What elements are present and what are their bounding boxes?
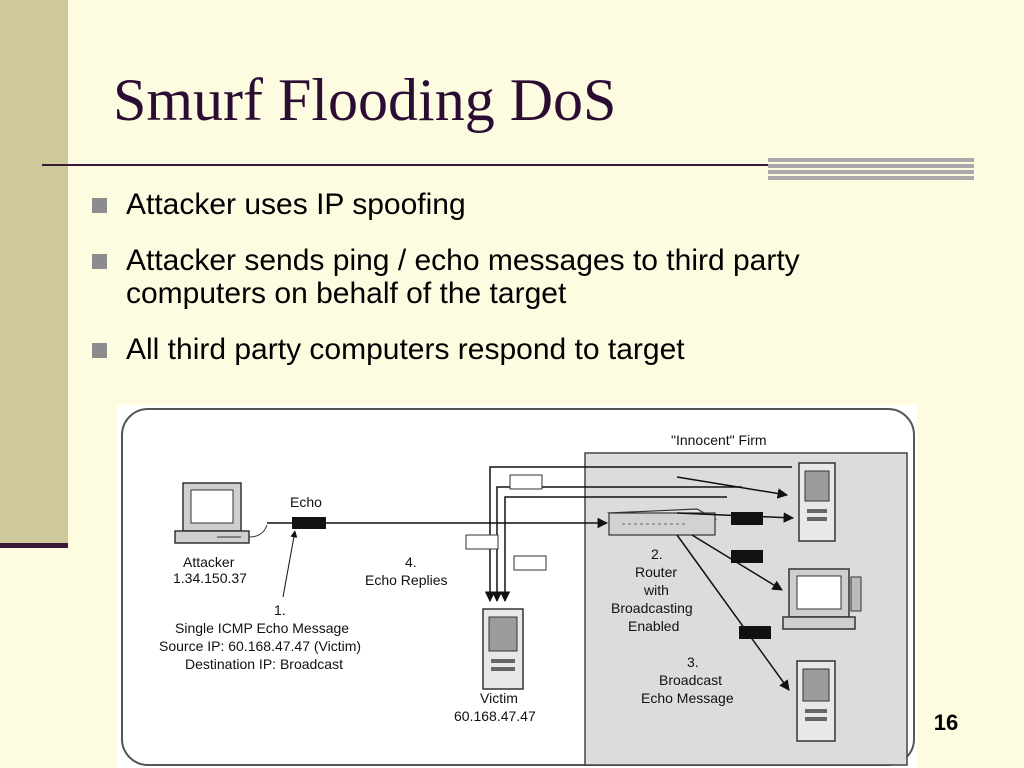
bullet-item: Attacker uses IP spoofing — [90, 188, 890, 221]
victim-ip: 60.168.47.47 — [454, 708, 536, 724]
step1-line2: Source IP: 60.168.47.47 (Victim) — [159, 638, 361, 654]
step2-line3: Broadcasting — [611, 600, 693, 616]
bullet-text: All third party computers respond to tar… — [126, 333, 685, 366]
attacker-ip: 1.34.150.37 — [173, 570, 247, 586]
square-bullet-icon — [92, 254, 107, 269]
square-bullet-icon — [92, 343, 107, 358]
firm-server-icon — [796, 660, 836, 742]
bullet-item: All third party computers respond to tar… — [90, 333, 890, 366]
firm-computer-icon — [782, 568, 862, 630]
broadcast-packet-icon — [739, 626, 771, 639]
step2-line2: with — [643, 582, 669, 598]
broadcast-packet-icon — [731, 512, 763, 525]
attacker-computer-icon — [174, 482, 268, 544]
step4-number: 4. — [405, 554, 417, 570]
echo-reply-line — [491, 486, 742, 603]
smurf-attack-diagram: "Innocent" Firm Attacker 1.34.150.37 Ech… — [117, 405, 917, 768]
slide-title: Smurf Flooding DoS — [113, 67, 617, 133]
reply-packet-icon — [465, 534, 499, 550]
echo-packet-icon — [292, 517, 326, 529]
innocent-firm-label: "Innocent" Firm — [671, 432, 767, 448]
page-number: 16 — [933, 710, 959, 735]
step2-line4: Enabled — [628, 618, 679, 634]
title-divider-accent — [768, 158, 974, 180]
echo-reply-line — [499, 496, 727, 603]
step1-number: 1. — [274, 602, 286, 618]
router-icon — [606, 508, 718, 536]
broadcast-echo-line — [676, 534, 790, 691]
step2-number: 2. — [651, 546, 663, 562]
square-bullet-icon — [92, 198, 107, 213]
firm-server-icon — [798, 462, 836, 542]
victim-label: Victim — [480, 690, 518, 706]
step1-pointer — [282, 530, 298, 598]
step4-label: Echo Replies — [365, 572, 448, 588]
victim-server-icon — [482, 608, 524, 690]
bullet-item: Attacker sends ping / echo messages to t… — [90, 244, 890, 310]
step3-line2: Echo Message — [641, 690, 734, 706]
attacker-label: Attacker — [183, 554, 235, 570]
bullet-text: Attacker sends ping / echo messages to t… — [126, 244, 800, 310]
reply-packet-icon — [513, 555, 547, 571]
bullet-list: Attacker uses IP spoofing Attacker sends… — [90, 188, 890, 389]
broadcast-echo-line — [676, 476, 789, 499]
echo-label: Echo — [290, 494, 322, 510]
step1-line3: Destination IP: Broadcast — [185, 656, 343, 672]
sidebar-strip — [0, 0, 68, 545]
bullet-text: Attacker uses IP spoofing — [126, 188, 466, 221]
echo-reply-line — [484, 466, 792, 603]
step3-line1: Broadcast — [659, 672, 722, 688]
title-divider — [42, 164, 974, 166]
reply-packet-icon — [509, 474, 543, 490]
step3-number: 3. — [687, 654, 699, 670]
step1-line1: Single ICMP Echo Message — [175, 620, 349, 636]
broadcast-packet-icon — [731, 550, 763, 563]
step2-line1: Router — [635, 564, 677, 580]
sidebar-accent-bar — [0, 543, 68, 548]
